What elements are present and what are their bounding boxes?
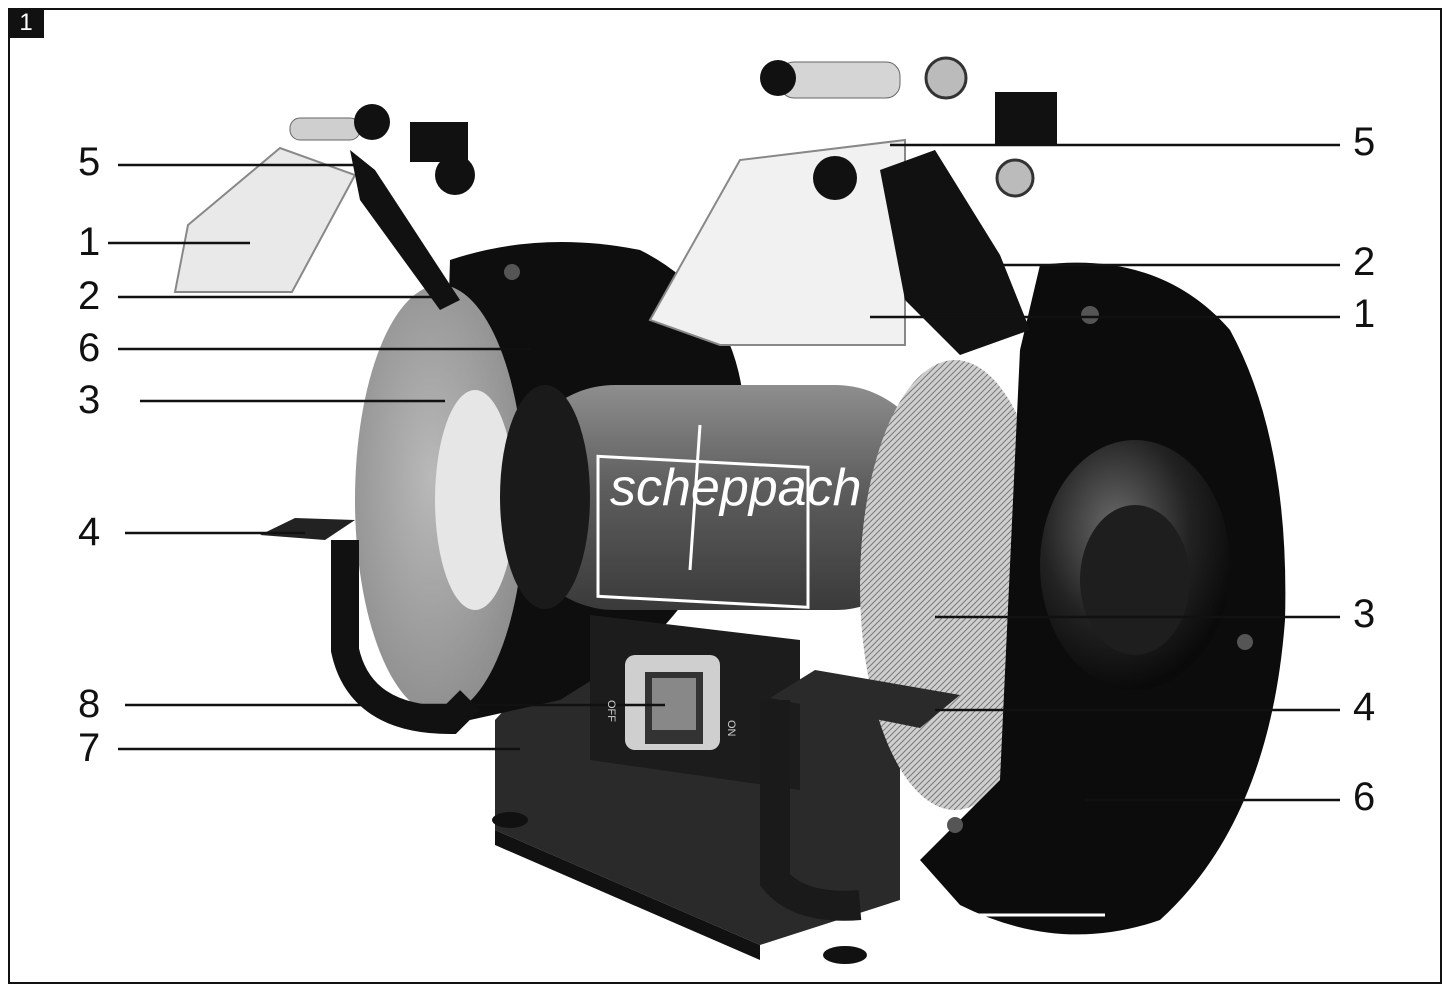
switch-panel: [590, 615, 800, 790]
leader-lines-left: [108, 163, 665, 751]
switch-off-label: OFF: [605, 700, 617, 722]
leader-lines-right: [870, 143, 1340, 802]
callout-right-3: 3: [1353, 592, 1376, 636]
right-tool-rest: [760, 670, 960, 921]
grinding-stone: [355, 285, 525, 715]
brand-logo: scheppach: [610, 459, 862, 517]
callout-left-4: 4: [78, 510, 101, 554]
callout-left-7: 7: [78, 726, 101, 770]
callout-right-4: 4: [1353, 685, 1376, 729]
callout-right-1: 1: [1353, 292, 1376, 336]
callout-left-6: 6: [78, 326, 101, 370]
callout-left-1: 1: [78, 220, 101, 264]
callout-right-2: 2: [1353, 240, 1376, 284]
switch-on-label: ON: [725, 720, 737, 737]
callout-left-2: 2: [78, 274, 101, 318]
figure-frame: [8, 8, 1442, 984]
left-tool-rest: [260, 518, 480, 735]
callout-left-3: 3: [78, 378, 101, 422]
callout-right-6: 6: [1353, 775, 1376, 819]
right-spark-guard: [648, 56, 1057, 355]
motor-housing: [500, 385, 935, 610]
left-spark-guard: [173, 104, 475, 310]
callout-right-5: 5: [1353, 120, 1376, 164]
callout-left-8: 8: [78, 682, 101, 726]
figure-number: 1: [8, 8, 44, 38]
callout-left-5: 5: [78, 140, 101, 184]
